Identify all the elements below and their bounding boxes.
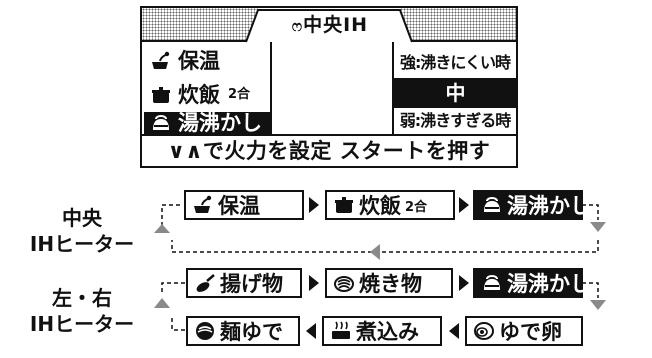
burner-icon: ෆ [291, 17, 304, 35]
center-heater-label: 中央 IHヒーター [24, 205, 140, 257]
lcd-item-label: 保温 [178, 49, 220, 73]
rice-pot-icon [333, 194, 355, 216]
lcd-panel: ෆ中央IH 保温 炊飯 2合 湯沸かし 強:沸きにくい時 中 弱:沸きすぎる時 … [140, 6, 518, 168]
next-arrow-icon [459, 197, 469, 213]
stew-pot-icon [330, 320, 352, 342]
fried-food-icon [194, 272, 216, 294]
lcd-power-medium[interactable]: 中 [394, 78, 516, 108]
kettle-icon [481, 194, 503, 216]
mode-label: 焼き物 [359, 272, 422, 296]
mode-label: ゆで卵 [499, 320, 562, 344]
lcd-item-label: 炊飯 [178, 83, 220, 107]
lcd-instruction: ∨∧で火力を設定 スタートを押す [142, 134, 516, 166]
mode-label: 湯沸かし [507, 272, 591, 296]
lcd-item-keep-warm[interactable]: 保温 [144, 44, 270, 78]
prev-arrow-icon [306, 323, 316, 339]
mode-label: 湯沸かし [507, 194, 591, 218]
group-label-line: 左・右 [52, 286, 112, 310]
mode-label: 保温 [218, 194, 260, 218]
grilled-food-icon [333, 272, 355, 294]
lcd-item-sub: 2合 [228, 87, 251, 102]
lcd-divider [270, 42, 272, 134]
mode-label: 麺ゆで [220, 320, 283, 344]
mode-label: 揚げ物 [220, 272, 283, 296]
lcd-title: ෆ中央IH [291, 14, 369, 36]
mode-boiled-egg[interactable]: ゆで卵 [465, 316, 583, 346]
mode-rice[interactable]: 炊飯 2合 [325, 190, 455, 220]
rice-pot-icon [150, 84, 172, 106]
next-arrow-icon [459, 275, 469, 291]
keep-warm-icon [150, 50, 172, 72]
mode-label: 煮込み [356, 320, 419, 344]
kettle-icon [150, 112, 172, 134]
lcd-item-kettle[interactable]: 湯沸かし [144, 111, 270, 135]
kettle-icon [481, 272, 503, 294]
noodle-bowl-icon [194, 320, 216, 342]
mode-kettle-side[interactable]: 湯沸かし [473, 268, 591, 298]
lcd-divider [392, 42, 394, 134]
group-label-line: 中央 [62, 206, 102, 230]
lcd-power-high[interactable]: 強:沸きにくい時 [399, 53, 511, 72]
mode-label: 炊飯 [359, 194, 401, 218]
group-label-line: IHヒーター [29, 312, 135, 336]
next-arrow-icon [309, 197, 319, 213]
side-heater-label: 左・右 IHヒーター [12, 285, 152, 337]
mode-noodle[interactable]: 麺ゆで [186, 316, 300, 346]
mode-keep-warm[interactable]: 保温 [184, 190, 304, 220]
prev-arrow-icon [449, 323, 459, 339]
flow-arrows [154, 222, 606, 310]
lcd-header-tab [245, 8, 413, 43]
keep-warm-icon [192, 194, 214, 216]
lcd-item-label: 湯沸かし [178, 111, 262, 135]
next-arrow-icon [309, 275, 319, 291]
lcd-power-low[interactable]: 弱:沸きすぎる時 [399, 111, 511, 130]
boiled-egg-icon [473, 320, 495, 342]
mode-grilled[interactable]: 焼き物 [325, 268, 453, 298]
mode-sub: 2合 [405, 199, 428, 215]
mode-fried[interactable]: 揚げ物 [186, 268, 302, 298]
lcd-item-rice[interactable]: 炊飯 2合 [144, 78, 270, 112]
mode-kettle[interactable]: 湯沸かし [473, 190, 591, 220]
mode-stew[interactable]: 煮込み [322, 316, 442, 346]
group-label-line: IHヒーター [29, 232, 135, 256]
